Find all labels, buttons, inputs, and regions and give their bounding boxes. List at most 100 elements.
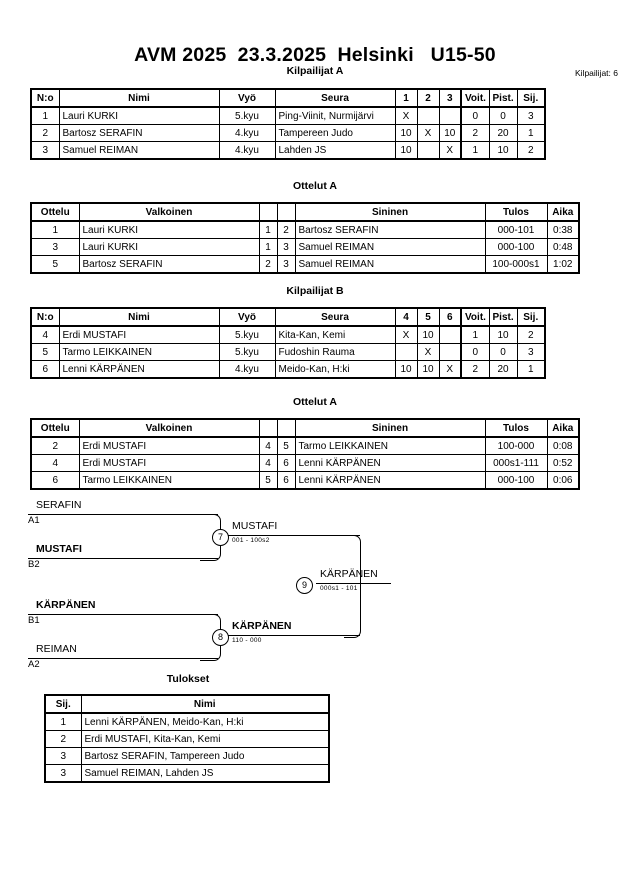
column-header: 1: [394, 88, 418, 108]
bracket-semifinal-7-rule: [228, 535, 360, 537]
column-header: Aika: [546, 418, 580, 438]
points: 20: [488, 360, 518, 379]
column-header: Seura: [274, 88, 396, 108]
wins: 2: [460, 360, 490, 379]
column-header: Valkoinen: [78, 418, 260, 438]
bracket-final-rule: [316, 583, 391, 585]
caption-matches-a: Ottelut A: [293, 180, 337, 192]
match-number: 3: [30, 238, 80, 256]
result-vs-1: [394, 343, 418, 361]
match-time: 0:06: [546, 471, 580, 490]
blue-number: 3: [276, 238, 296, 256]
rank: 1: [516, 360, 546, 379]
column-header: Sininen: [294, 418, 486, 438]
match-time: 0:52: [546, 454, 580, 472]
final-competitor: Lenni KÄRPÄNEN, Meido-Kan, H:ki: [80, 712, 330, 731]
result-vs-2: [416, 141, 440, 160]
white-number: 2: [258, 255, 278, 274]
white-number: 5: [258, 471, 278, 490]
bracket-final-winner: KÄRPÄNEN: [320, 568, 378, 580]
result-vs-3: 10: [438, 124, 462, 142]
match-number: 2: [30, 436, 80, 455]
competitor-belt: 5.kyu: [218, 343, 276, 361]
wins: 2: [460, 124, 490, 142]
competitor-name: Bartosz SERAFIN: [58, 124, 220, 142]
bracket-semifinal-8-score: 110 - 000: [232, 637, 262, 644]
entrants-count: Kilpailijat: 6: [575, 68, 618, 78]
result-vs-3: [438, 343, 462, 361]
column-header: Aika: [546, 202, 580, 222]
match-time: 0:38: [546, 220, 580, 239]
match-number: 4: [30, 454, 80, 472]
white-competitor: Bartosz SERAFIN: [78, 255, 260, 274]
column-header: Ottelu: [30, 202, 80, 222]
white-competitor: Erdi MUSTAFI: [78, 436, 260, 455]
white-competitor: Lauri KURKI: [78, 220, 260, 239]
column-header: Sininen: [294, 202, 486, 222]
page-title: AVM 2025 23.3.2025 Helsinki U15-50: [134, 44, 496, 66]
result-vs-2: 10: [416, 360, 440, 379]
column-header: Seura: [274, 307, 396, 327]
rank: 3: [516, 343, 546, 361]
bracket-final-score: 000s1 - 101: [320, 585, 358, 592]
bracket-entry-rule-2: [28, 558, 218, 560]
column-header: Ottelu: [30, 418, 80, 438]
result-vs-2: 10: [416, 325, 440, 344]
blue-competitor: Samuel REIMAN: [294, 255, 486, 274]
bracket-entry-rule-4: [28, 658, 218, 660]
points: 0: [488, 343, 518, 361]
column-header: Vyö: [218, 307, 276, 327]
match-number: 1: [30, 220, 80, 239]
competitor-club: Lahden JS: [274, 141, 396, 160]
wins: 1: [460, 141, 490, 160]
final-competitor: Bartosz SERAFIN, Tampereen Judo: [80, 747, 330, 765]
column-header: 5: [416, 307, 440, 327]
bracket-entry-name-4: REIMAN: [36, 643, 77, 655]
caption-pool-a: Kilpailijat A: [286, 65, 344, 77]
competitor-name: Tarmo LEIKKAINEN: [58, 343, 220, 361]
results-header-row: Sij.Nimi: [44, 694, 330, 714]
competitor-belt: 5.kyu: [218, 106, 276, 125]
competitor-number: 4: [30, 325, 60, 344]
final-competitor: Samuel REIMAN, Lahden JS: [80, 764, 330, 783]
bracket-semifinal-7-winner: MUSTAFI: [232, 520, 278, 532]
competitor-name: Erdi MUSTAFI: [58, 325, 220, 344]
bracket-join-final: [344, 535, 361, 638]
blue-number: 6: [276, 454, 296, 472]
competitor-club: Tampereen Judo: [274, 124, 396, 142]
bracket-node-8: 8: [212, 629, 229, 646]
column-header: Voit.: [460, 307, 490, 327]
column-header: N:o: [30, 88, 60, 108]
blue-competitor: Lenni KÄRPÄNEN: [294, 471, 486, 490]
match-result: 100-000s1: [484, 255, 548, 274]
result-vs-3: X: [438, 360, 462, 379]
result-vs-3: [438, 325, 462, 344]
match-number: 6: [30, 471, 80, 490]
column-header: Vyö: [218, 88, 276, 108]
competitor-number: 5: [30, 343, 60, 361]
column-header: [276, 202, 296, 222]
competitor-club: Fudoshin Rauma: [274, 343, 396, 361]
column-header: Tulos: [484, 418, 548, 438]
match-result: 000-100: [484, 238, 548, 256]
result-vs-2: X: [416, 343, 440, 361]
competitor-belt: 4.kyu: [218, 360, 276, 379]
caption-results: Tulokset: [166, 673, 210, 685]
bracket-entry-name-2: MUSTAFI: [36, 543, 82, 555]
final-competitor: Erdi MUSTAFI, Kita-Kan, Kemi: [80, 730, 330, 748]
white-competitor: Tarmo LEIKKAINEN: [78, 471, 260, 490]
